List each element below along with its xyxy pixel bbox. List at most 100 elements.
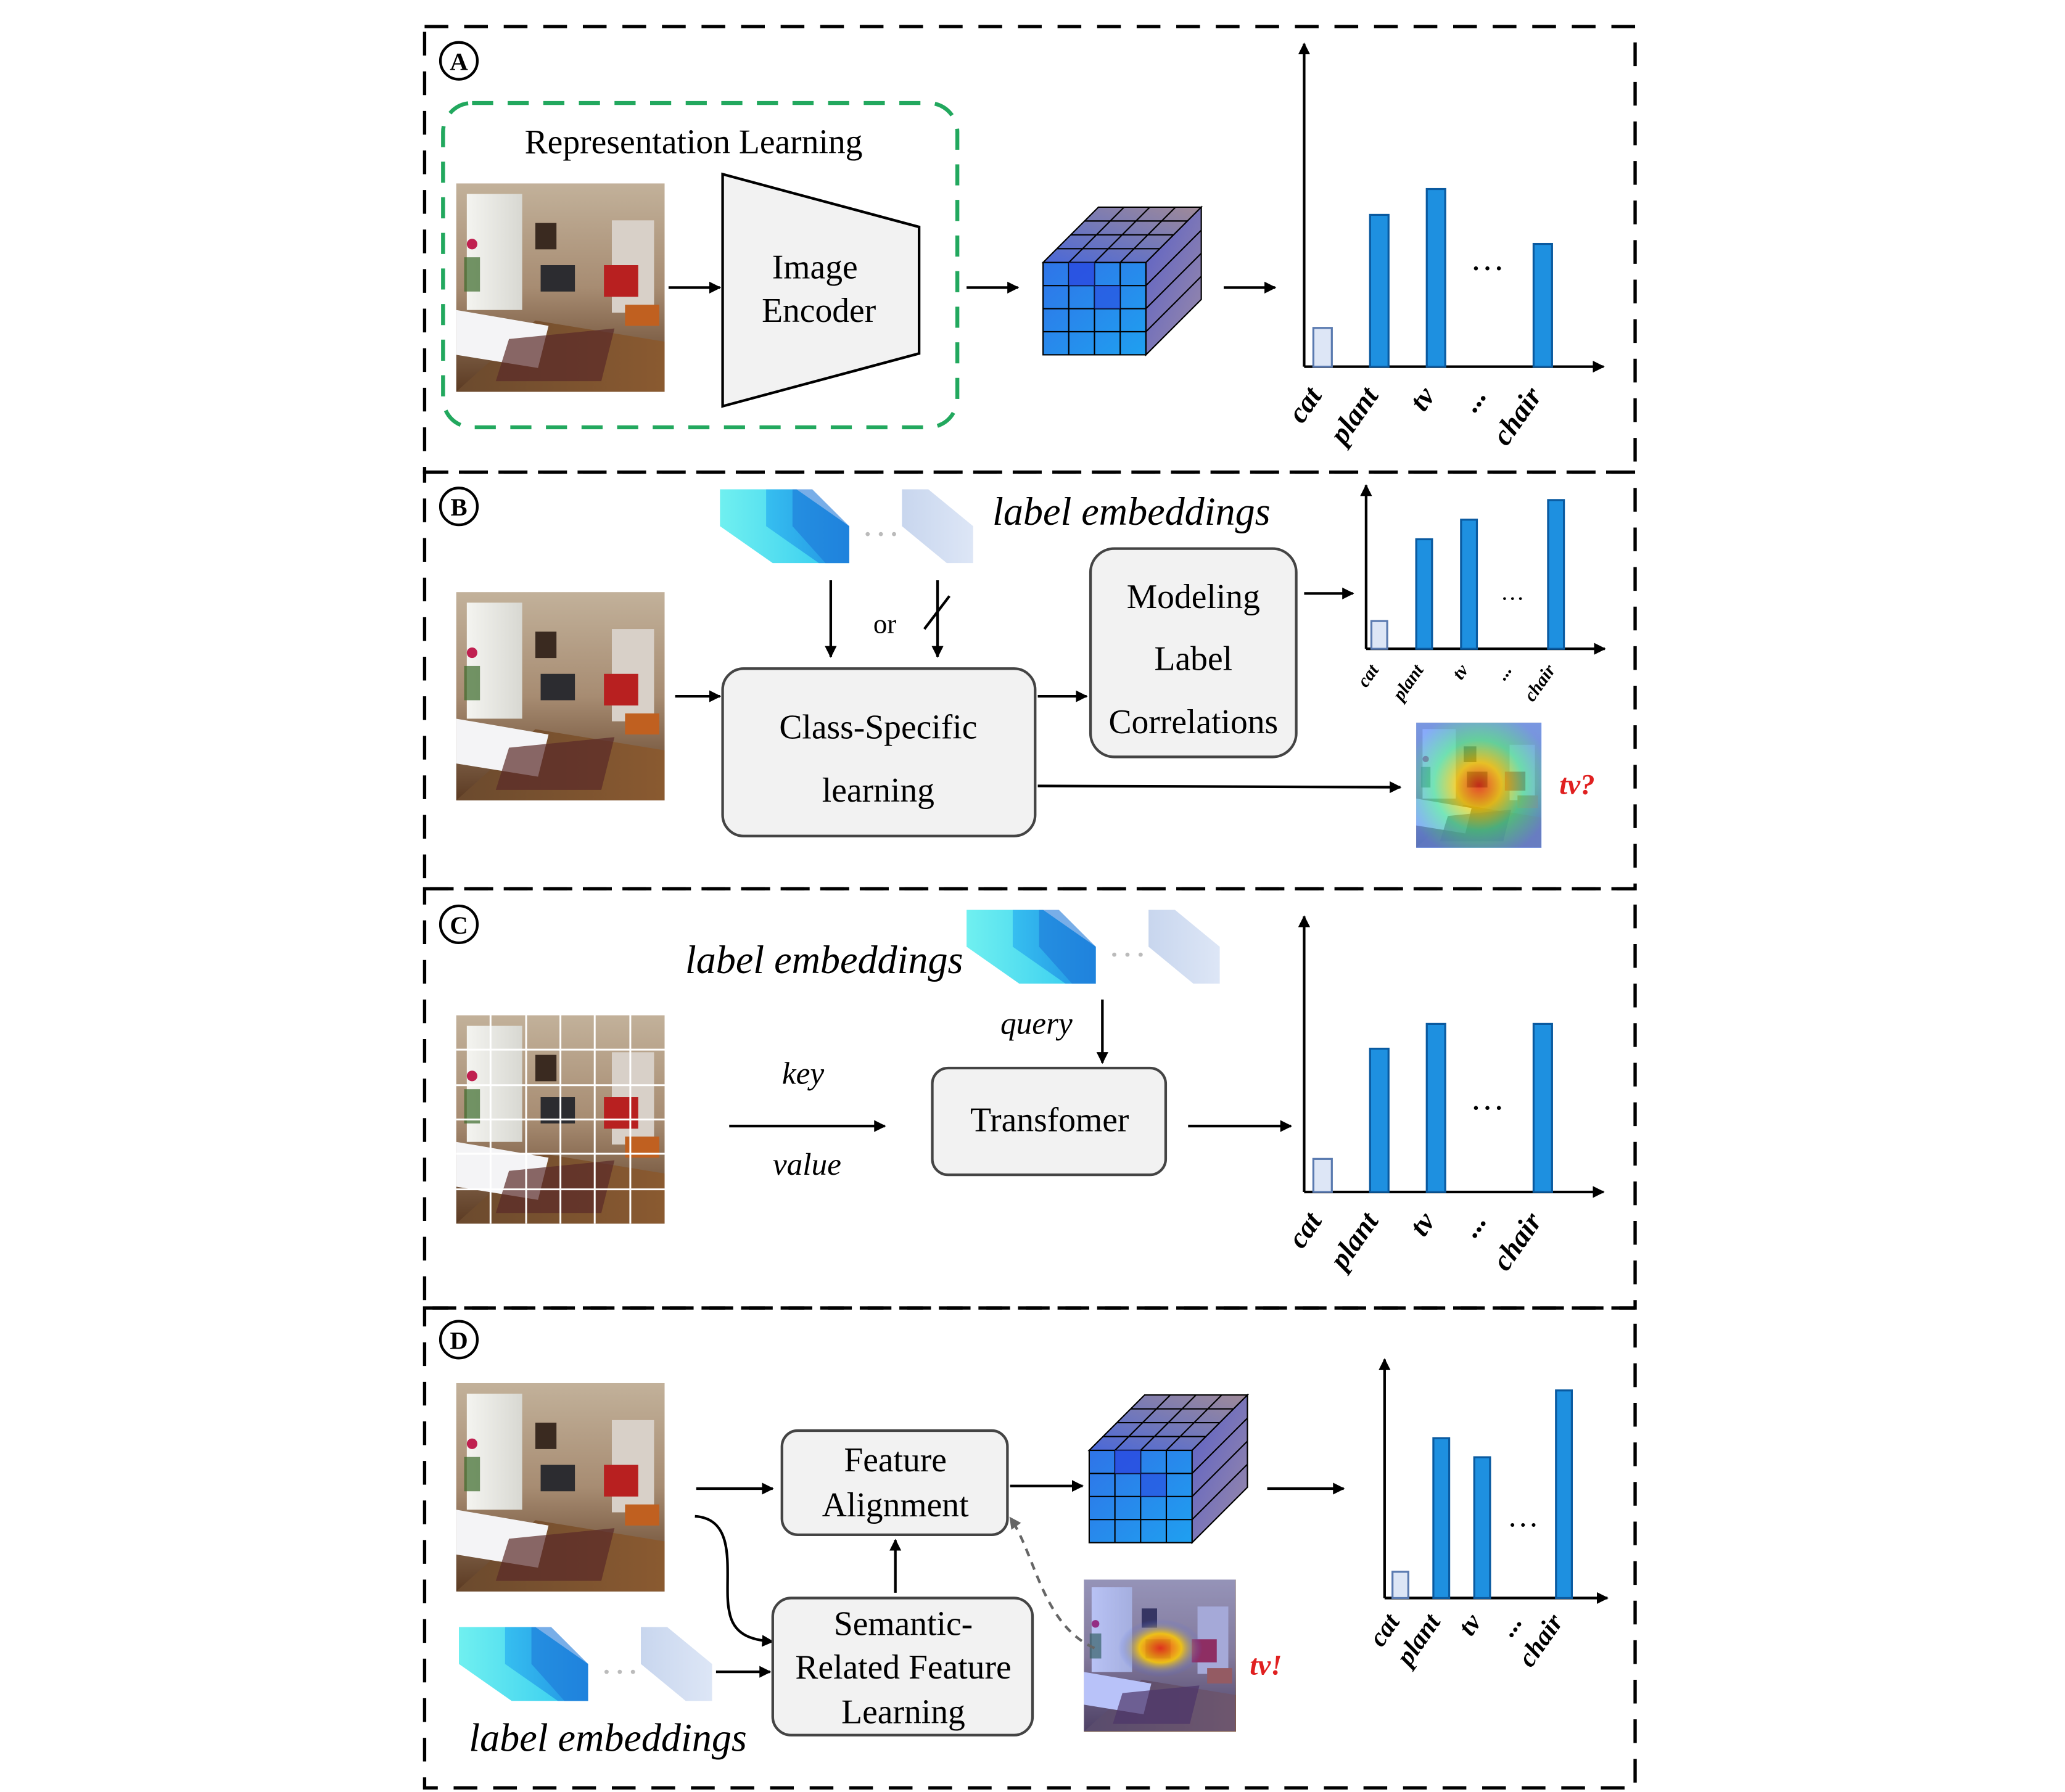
chart-a-tick-label: plant (1322, 380, 1385, 452)
chart-d-bar-plant (1432, 1437, 1451, 1600)
chart-b-tick-label: plant (1388, 660, 1428, 706)
chart-c-tick-label: tv (1403, 1206, 1442, 1243)
chart-d-bar-cat (1391, 1571, 1409, 1600)
chart-c-tick-label: chair (1486, 1206, 1548, 1276)
semantic-line3: Learning (841, 1693, 965, 1732)
panel-a-marker-text: A (450, 48, 468, 76)
input-image-a (456, 183, 665, 392)
panel-b-marker-text: B (450, 493, 467, 521)
panel-d: D Feature Alignment Semantic- Related Fe… (439, 1320, 1345, 1759)
chart-c-ellipsis: … (1470, 1079, 1505, 1117)
chart-c-bar-tv (1425, 1022, 1446, 1193)
chart-d-bar-tv (1473, 1456, 1491, 1600)
label-embeddings-label-c: label embeddings (685, 938, 963, 982)
modeling-line2: Label (1155, 639, 1233, 678)
key-label: key (782, 1056, 825, 1091)
chart-d-tick-label: plant (1389, 1608, 1446, 1673)
label-embeddings-label-d: label embeddings (469, 1716, 747, 1759)
chart-a-tick-label: chair (1486, 381, 1548, 451)
feature-alignment-line1: Feature (844, 1441, 947, 1479)
class-specific-line2: learning (822, 771, 934, 810)
input-image-d (456, 1383, 665, 1592)
panel-c-marker-text: C (450, 911, 468, 939)
representation-learning-title: Representation Learning (525, 123, 863, 161)
image-encoder-line1: Image (772, 248, 858, 286)
panel-a-marker: A (439, 41, 479, 81)
feature-alignment-box (780, 1429, 1009, 1536)
panel-borders (422, 25, 1637, 1790)
class-specific-learning-box (721, 667, 1037, 837)
arrow-d-heatmap-feedback (1008, 1516, 1095, 1650)
chart-c-bar-plant (1369, 1048, 1390, 1193)
image-encoder-line2: Encoder (762, 292, 876, 330)
chart-a-bar-cat (1312, 327, 1333, 368)
arrow-b-strike (923, 595, 951, 630)
chart-b-tick-label: cat (1353, 660, 1383, 691)
chart-b-tick-label: tv (1448, 660, 1473, 683)
image-encoder (721, 172, 921, 408)
modeling-label-correlations-box (1089, 547, 1298, 758)
chart-d-ellipsis: … (1507, 1498, 1539, 1534)
panel-d-marker-text: D (450, 1326, 468, 1354)
chart-b-bar-plant (1415, 538, 1433, 650)
chart-b-tick-label: ... (1491, 660, 1516, 683)
value-label: value (773, 1147, 841, 1182)
chart-b-ellipsis: … (1501, 580, 1524, 606)
modeling-line1: Modeling (1127, 578, 1260, 616)
patched-input-image-c (456, 1015, 665, 1224)
feature-map-cube-d (1088, 1394, 1248, 1543)
chart-c-bar-cat (1312, 1157, 1333, 1193)
chart-a-tick-label: cat (1282, 380, 1329, 429)
heatmap-label-d: tv! (1250, 1649, 1282, 1681)
label-embeddings-c (967, 910, 1220, 984)
transformer-box (931, 1066, 1168, 1177)
chart-a-ellipsis: … (1470, 239, 1505, 277)
panel-b-marker: B (439, 487, 479, 527)
chart-c-bar-chair (1532, 1022, 1553, 1193)
chart-c-tick-label: ... (1454, 1206, 1493, 1243)
transformer-label: Transfomer (970, 1101, 1129, 1140)
label-embeddings-label-b: label embeddings (992, 490, 1271, 533)
feature-map-cube-a (1042, 206, 1202, 356)
chart-d-tick-label: chair (1512, 1608, 1569, 1672)
panel-a: A Representation Learning Image Encoder (439, 41, 1277, 430)
chart-a-tick-label: ... (1454, 381, 1493, 417)
heatmap-image-d (1084, 1579, 1236, 1732)
chart-b-bar-cat (1370, 620, 1388, 650)
or-label: or (873, 608, 896, 639)
chart-c-tick-label: plant (1322, 1206, 1385, 1277)
chart-d-tick-label: ... (1493, 1609, 1528, 1642)
query-label: query (1000, 1006, 1073, 1041)
semantic-related-feature-learning-box (771, 1597, 1034, 1737)
label-embeddings-d (459, 1627, 712, 1701)
chart-a-tick-label: tv (1403, 380, 1442, 417)
semantic-line2: Related Feature (795, 1648, 1011, 1687)
panel-d-marker: D (439, 1320, 479, 1360)
arrow-d-image-to-semantic (695, 1515, 774, 1647)
input-image-b (456, 592, 665, 800)
representation-learning-group (441, 101, 960, 430)
modeling-line3: Correlations (1108, 703, 1278, 741)
chart-b-bar-chair (1547, 499, 1565, 650)
heatmap-image-b (1416, 722, 1542, 848)
chart-b-bar-tv (1460, 519, 1478, 650)
chart-a-bar-tv (1425, 187, 1446, 368)
feature-alignment-line2: Alignment (822, 1486, 969, 1524)
chart-d-tick-label: tv (1453, 1608, 1488, 1641)
class-specific-line1: Class-Specific (779, 709, 977, 747)
arrow-b4 (1037, 781, 1402, 794)
chart-a-bar-plant (1369, 213, 1390, 368)
semantic-line1: Semantic- (834, 1605, 973, 1643)
panel-c: C label embeddings query key value (439, 904, 1292, 1224)
heatmap-label-b: tv? (1559, 768, 1594, 800)
label-embeddings-b (720, 489, 973, 564)
chart-b-tick-label: chair (1520, 660, 1559, 705)
chart-d-bar-chair (1555, 1389, 1573, 1600)
panel-c-marker: C (439, 904, 479, 945)
panel-b: B label embeddings or Class-Specific lea… (439, 487, 1595, 848)
